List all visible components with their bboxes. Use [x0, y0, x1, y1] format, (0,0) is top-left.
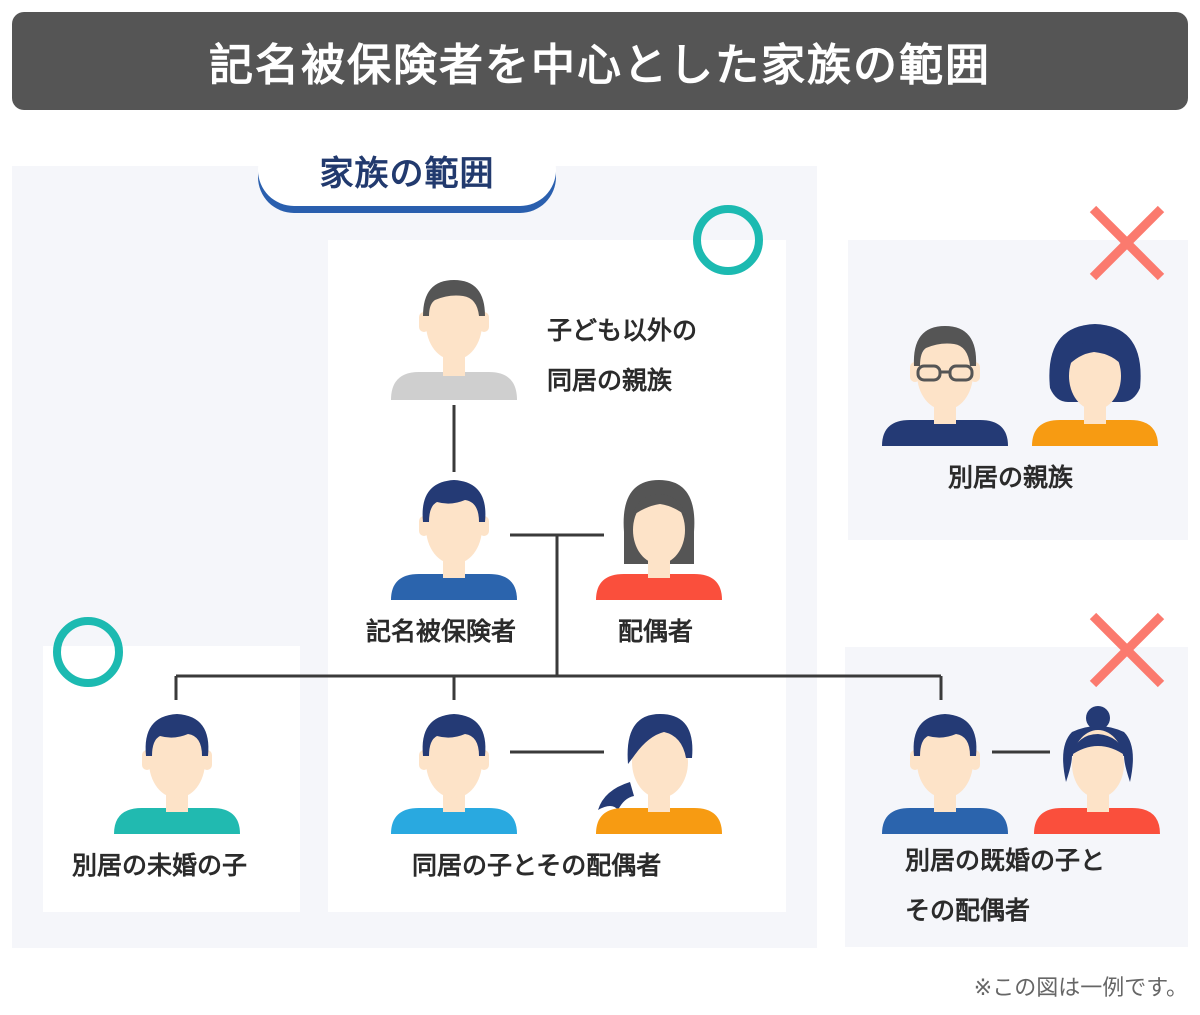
married-child-apart-label-line1: 別居の既婚の子と: [905, 846, 1106, 875]
relative-living-together-person-icon: [391, 280, 517, 400]
unmarried-child-apart-label: 別居の未婚の子: [72, 851, 248, 880]
child-spouse-person-icon: [596, 714, 722, 834]
relatives-living-together-label-line1: 子ども以外の: [547, 316, 698, 345]
unmarried-child-person-icon: [114, 714, 240, 834]
title-bar: 記名被保険者を中心とした家族の範囲: [12, 12, 1188, 110]
relative-apart-man-person-icon: [882, 326, 1008, 446]
relatives-living-together-label: 子ども以外の 同居の親族: [547, 306, 697, 406]
included-circle-icon: [693, 205, 763, 275]
relatives-living-together-label-line2: 同居の親族: [547, 366, 673, 395]
named-insured-label: 記名被保険者: [366, 617, 517, 646]
page-title: 記名被保険者を中心とした家族の範囲: [209, 40, 991, 91]
spouse-person-icon: [596, 480, 722, 600]
family-scope-tab: 家族の範囲: [258, 134, 556, 206]
excluded-cross-icon: [1089, 205, 1165, 281]
married-child-spouse-person-icon: [1034, 706, 1160, 834]
included-circle-icon: [53, 617, 123, 687]
married-child-apart-label: 別居の既婚の子と その配偶者: [905, 836, 1105, 936]
relative-apart-woman-person-icon: [1032, 324, 1158, 446]
child-living-together-person-icon: [391, 714, 517, 834]
child-living-together-label: 同居の子とその配偶者: [412, 851, 662, 880]
named-insured-person-icon: [391, 480, 517, 600]
married-child-apart-person-icon: [882, 714, 1008, 834]
relatives-apart-label: 別居の親族: [948, 463, 1074, 492]
married-child-apart-panel: [845, 647, 1188, 947]
excluded-cross-icon: [1089, 612, 1165, 688]
married-child-apart-label-line2: その配偶者: [905, 896, 1031, 925]
spouse-label: 配偶者: [618, 617, 694, 646]
family-scope-tab-label: 家族の範囲: [319, 153, 495, 194]
example-note: ※この図は一例です。: [973, 976, 1188, 1001]
